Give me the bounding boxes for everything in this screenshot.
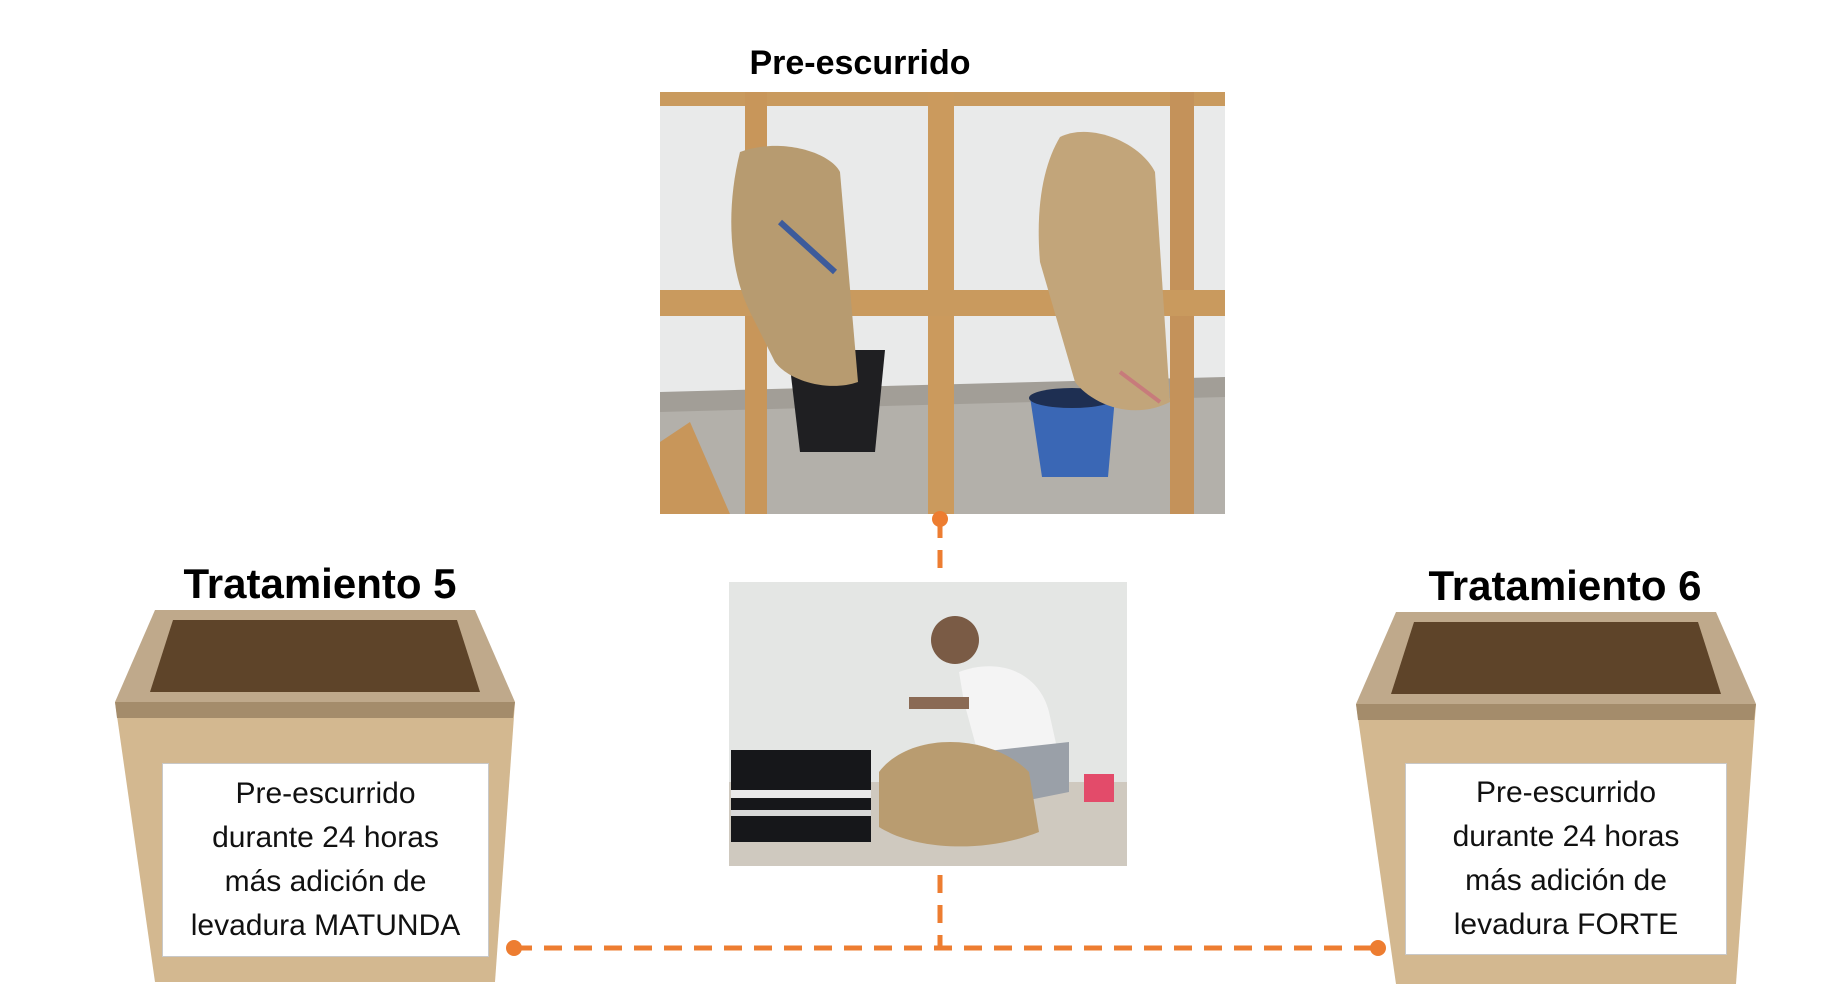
- treatment-6-description-card: Pre-escurrido durante 24 horas más adici…: [1405, 763, 1727, 955]
- treatment-5-title: Tratamiento 5: [183, 560, 457, 607]
- treatment-5-line-4: levadura MATUNDA: [190, 909, 461, 942]
- top-photo-hanging-sacks: [660, 92, 1225, 514]
- treatment-5-line-2: durante 24 horas: [212, 821, 439, 854]
- treatment-6-title: Tratamiento 6: [1428, 562, 1702, 609]
- treatment-5-description-card: Pre-escurrido durante 24 horas más adici…: [162, 763, 489, 957]
- treatment-6-line-2: durante 24 horas: [1452, 820, 1680, 853]
- treatment-5-line-1: Pre-escurrido: [235, 777, 416, 810]
- middle-photo-person-with-sack: [729, 582, 1127, 866]
- treatment-5-line-3: más adición de: [224, 865, 427, 898]
- treatment-6-line-4: levadura FORTE: [1453, 908, 1679, 941]
- pre-escurrido-title: Pre-escurrido: [749, 44, 971, 82]
- treatment-6-line-1: Pre-escurrido: [1475, 776, 1657, 809]
- treatment-6-line-3: más adición de: [1465, 864, 1667, 897]
